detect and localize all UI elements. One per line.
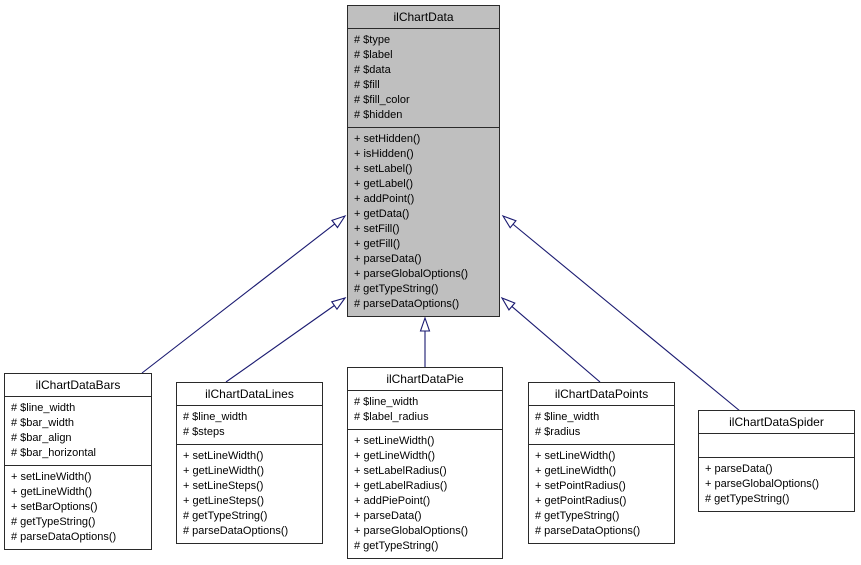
class-name: ilChartDataPoints <box>554 387 649 401</box>
class-member: + setLabelRadius() <box>354 465 447 477</box>
methods-section: + setHidden() + isHidden() + setLabel() + g… <box>348 127 499 316</box>
hollow-arrowhead <box>331 214 347 229</box>
methods-section: + setLineWidth() + getLineWidth() + setLab… <box>348 429 502 558</box>
class-member: # getTypeString() <box>354 540 439 552</box>
methods-section: + parseData() + parseGlobalOptions() # get… <box>699 457 854 511</box>
class-node-ilchartdatabars[interactable]: ilChartDataBars # $line_width # $bar_widt… <box>4 373 152 550</box>
class-member: # parseDataOptions() <box>535 525 641 537</box>
class-member: + parseData() <box>354 510 422 522</box>
class-member: # $line_width <box>183 411 248 423</box>
class-member: + getLabelRadius() <box>354 480 448 492</box>
attributes-section: # $line_width # $bar_width # $bar_align # $… <box>5 396 151 465</box>
class-member: + addPiePoint() <box>354 495 431 507</box>
class-node-ilchartdatalines[interactable]: ilChartDataLines # $line_width # $steps +… <box>176 382 323 544</box>
class-name: ilChartDataSpider <box>729 415 824 429</box>
class-node-ilchartdataspider[interactable]: ilChartDataSpider + parseData() + parseGl… <box>698 410 855 512</box>
class-member: + setLabel() <box>354 163 413 175</box>
class-member: # $radius <box>535 426 581 438</box>
class-member: # $bar_align <box>11 432 72 444</box>
class-member: # $line_width <box>11 402 76 414</box>
class-member: + setFill() <box>354 223 400 235</box>
class-member: + setLineWidth() <box>354 435 435 447</box>
class-member: + getLineWidth() <box>535 465 617 477</box>
class-member: # parseDataOptions() <box>183 525 289 537</box>
inheritance-edge-ilchartdatapie <box>419 316 431 367</box>
inheritance-edge-ilchartdataspider <box>501 214 741 412</box>
class-member: + setLineSteps() <box>183 480 264 492</box>
class-member: + getFill() <box>354 238 401 250</box>
class-name: ilChartDataPie <box>386 372 464 386</box>
attributes-section: # $type # $label # $data # $fill # $fill_col… <box>348 28 499 127</box>
class-member: + setLineWidth() <box>11 471 92 483</box>
class-member: # $fill_color <box>354 94 410 106</box>
class-member: # $bar_horizontal <box>11 447 97 459</box>
class-member: + parseGlobalOptions() <box>354 268 469 280</box>
class-member: # parseDataOptions() <box>354 298 460 310</box>
class-member: + parseGlobalOptions() <box>705 478 820 490</box>
class-member: # getTypeString() <box>354 283 439 295</box>
class-member: # $bar_width <box>11 417 74 429</box>
class-member: + getLineWidth() <box>354 450 436 462</box>
methods-section: + setLineWidth() + getLineWidth() + setBar… <box>5 465 151 549</box>
attributes-section: # $line_width # $steps <box>177 405 322 444</box>
class-member: # $line_width <box>535 411 600 423</box>
hollow-arrowhead <box>419 316 431 332</box>
hollow-arrowhead <box>501 214 517 229</box>
class-member: + getLineWidth() <box>11 486 93 498</box>
class-member: # parseDataOptions() <box>11 531 117 543</box>
class-member: # getTypeString() <box>183 510 268 522</box>
class-node-ilchartdatapie[interactable]: ilChartDataPie # $line_width # $label_rad… <box>347 367 503 559</box>
methods-section: + setLineWidth() + getLineWidth() + setLin… <box>177 444 322 543</box>
class-member: # $data <box>354 64 391 76</box>
attributes-section: # $line_width # $label_radius <box>348 390 502 429</box>
class-member: + setPointRadius() <box>535 480 626 492</box>
class-name: ilChartData <box>393 10 454 24</box>
class-name: ilChartDataLines <box>205 387 294 401</box>
methods-section: + setLineWidth() + getLineWidth() + setPoi… <box>529 444 674 543</box>
class-member: + setHidden() <box>354 133 421 145</box>
class-member: # getTypeString() <box>535 510 620 522</box>
class-member: # $fill <box>354 79 380 91</box>
inheritance-edge-ilchartdatapoints <box>500 296 601 383</box>
class-member: + getLineWidth() <box>183 465 265 477</box>
hollow-arrowhead <box>330 297 347 311</box>
class-member: # getTypeString() <box>11 516 96 528</box>
class-member: + addPoint() <box>354 193 415 205</box>
inheritance-edge-ilchartdatalines <box>225 297 347 383</box>
inheritance-edge-ilchartdatabars <box>141 214 347 374</box>
class-name: ilChartDataBars <box>35 378 121 392</box>
class-member: # $type <box>354 34 391 46</box>
class-member: + setLineWidth() <box>535 450 616 462</box>
class-member: # $label <box>354 49 393 61</box>
class-member: + getLineSteps() <box>183 495 265 507</box>
class-member: + getLabel() <box>354 178 414 190</box>
class-member: + getPointRadius() <box>535 495 627 507</box>
class-member: + parseData() <box>354 253 422 265</box>
class-member: + setLineWidth() <box>183 450 264 462</box>
class-member: + setBarOptions() <box>11 501 98 513</box>
attributes-section <box>699 433 854 457</box>
class-member: + parseData() <box>705 463 773 475</box>
class-member: # $steps <box>183 426 225 438</box>
class-member: + parseGlobalOptions() <box>354 525 469 537</box>
class-member: + getData() <box>354 208 410 220</box>
class-node-ilchartdata[interactable]: ilChartData # $type # $label # $data # $fil… <box>347 5 500 317</box>
class-member: # $hidden <box>354 109 403 121</box>
class-node-ilchartdatapoints[interactable]: ilChartDataPoints # $line_width # $radius… <box>528 382 675 544</box>
class-member: # getTypeString() <box>705 493 790 505</box>
class-member: # $line_width <box>354 396 419 408</box>
hollow-arrowhead <box>500 296 516 311</box>
class-member: + isHidden() <box>354 148 414 160</box>
class-member: # $label_radius <box>354 411 429 423</box>
attributes-section: # $line_width # $radius <box>529 405 674 444</box>
